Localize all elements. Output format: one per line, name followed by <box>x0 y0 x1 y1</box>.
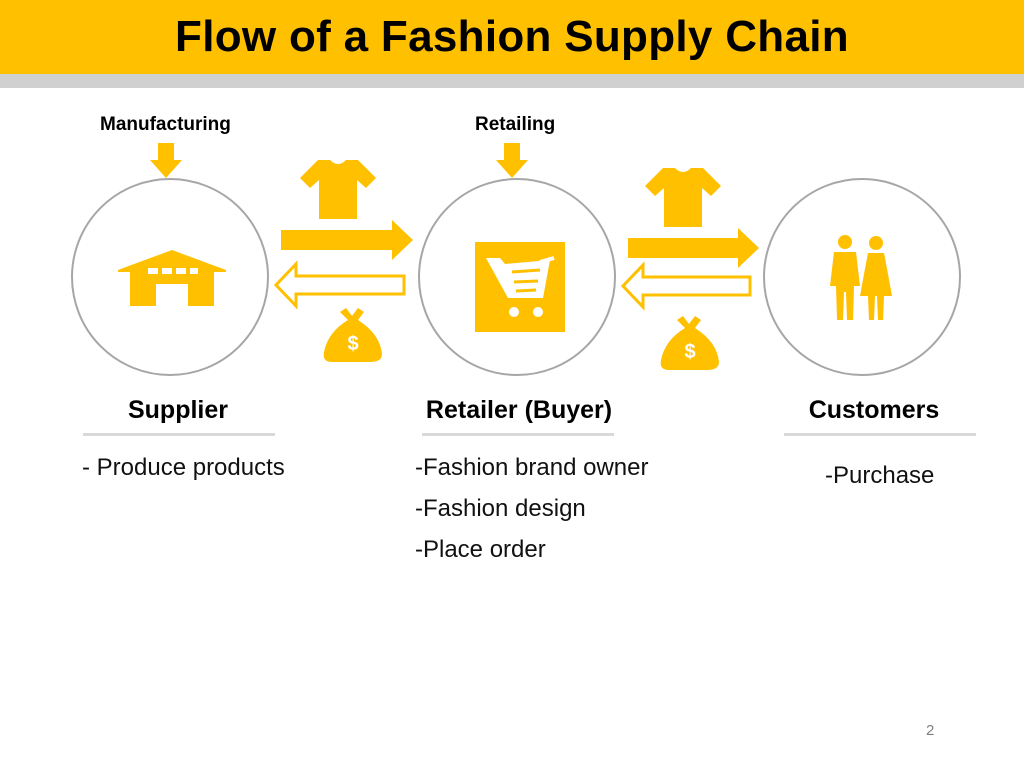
customers-description: -Purchase <box>825 462 935 489</box>
supplier-title: Supplier <box>127 396 228 424</box>
retailer-description: -Fashion design <box>415 495 586 522</box>
customers-title: Customers <box>808 396 940 424</box>
retailer-title: Retailer (Buyer) <box>425 396 613 424</box>
customers-circle <box>763 178 961 376</box>
retailer-description: -Place order <box>415 536 546 563</box>
title-bar: Flow of a Fashion Supply Chain <box>0 0 1024 74</box>
retailing-arrow <box>496 143 528 178</box>
supplier-divider <box>83 433 275 436</box>
page-number: 2 <box>926 722 935 739</box>
tshirt-icon <box>300 160 376 219</box>
goods-flow-arrow <box>281 220 413 260</box>
shopping-cart-icon <box>475 242 565 332</box>
retailing-label: Retailing <box>475 114 556 135</box>
customers-divider <box>784 433 976 436</box>
supplier-circle <box>71 178 269 376</box>
money-symbol: $ <box>684 341 695 363</box>
people-icon <box>830 235 892 320</box>
tshirt-icon <box>645 168 721 227</box>
retailer-divider <box>422 433 614 436</box>
slide-title: Flow of a Fashion Supply Chain <box>175 12 849 61</box>
manufacturing-arrow <box>150 143 182 178</box>
warehouse-icon <box>118 250 226 306</box>
title-underline <box>0 74 1024 88</box>
payment-flow-arrow <box>273 260 406 310</box>
retailer-description: -Fashion brand owner <box>415 454 649 481</box>
supplier-description: - Produce products <box>82 454 285 481</box>
money-symbol: $ <box>347 333 358 355</box>
retailer-circle <box>418 178 616 376</box>
manufacturing-label: Manufacturing <box>100 114 231 135</box>
money-bag-icon: $ <box>660 316 719 370</box>
money-bag-icon: $ <box>323 308 382 362</box>
payment-flow-arrow <box>620 261 752 311</box>
goods-flow-arrow <box>628 228 759 268</box>
